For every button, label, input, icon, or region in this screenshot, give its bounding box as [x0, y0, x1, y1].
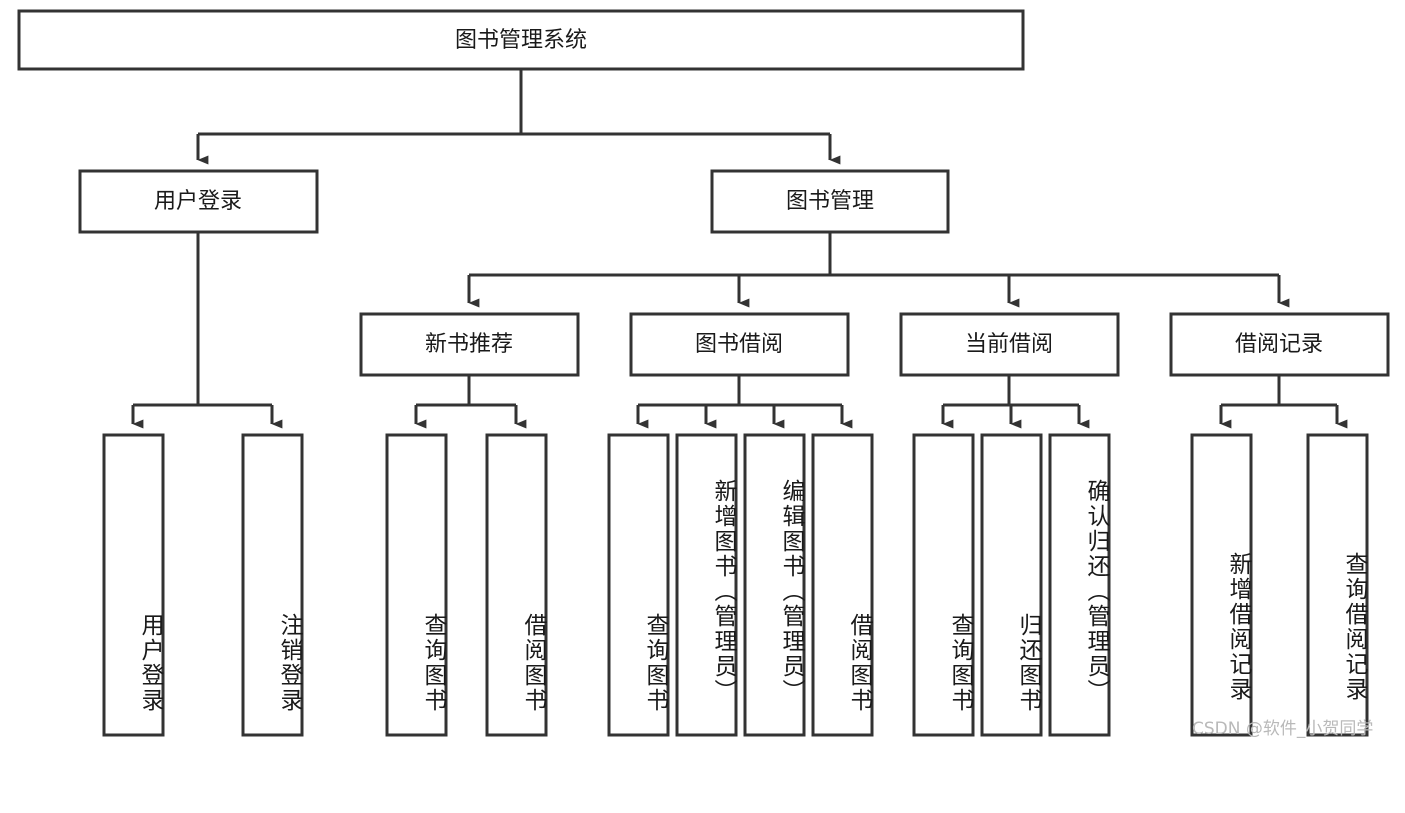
- node-book-management-label: 图书管理: [786, 189, 874, 214]
- edges-layer: [131, 69, 1348, 429]
- node-new-book-recommend-label: 新书推荐: [425, 332, 513, 357]
- node-book-management-box[interactable]: [710, 169, 950, 234]
- leaf-return-book-box[interactable]: [980, 433, 1043, 737]
- node-current-borrow-box[interactable]: [899, 312, 1120, 377]
- leaf-borrow-book-2-box[interactable]: [811, 433, 874, 737]
- hierarchy-diagram: 图书管理系统 用户登录 图书管理 新书推荐 图书借阅 当前借阅 借阅记录: [17, 9, 1390, 739]
- node-root-box[interactable]: [17, 9, 1025, 71]
- node-borrow-record-label: 借阅记录: [1235, 332, 1323, 357]
- leaf-confirm-return-box[interactable]: [1048, 433, 1111, 737]
- leaf-logout-login-box[interactable]: [241, 433, 304, 737]
- leaf-query-book-3-box[interactable]: [912, 433, 975, 737]
- leaf-edit-book-box[interactable]: [743, 433, 806, 737]
- node-borrow-record-box[interactable]: [1169, 312, 1390, 377]
- leaf-query-book-2-box[interactable]: [607, 433, 670, 737]
- leaf-query-book-1-box[interactable]: [385, 433, 448, 737]
- csdn-watermark: CSDN @软件_小贺同学: [1192, 719, 1374, 739]
- node-book-borrow-box[interactable]: [629, 312, 850, 377]
- nodes-layer: 图书管理系统 用户登录 图书管理 新书推荐 图书借阅 当前借阅 借阅记录: [17, 9, 1390, 737]
- leaf-user-login-box[interactable]: [102, 433, 165, 737]
- leaf-borrow-book-1-box[interactable]: [485, 433, 548, 737]
- leaf-query-record-box[interactable]: [1306, 433, 1369, 737]
- node-user-login-label: 用户登录: [154, 189, 242, 214]
- leaf-add-record-box[interactable]: [1190, 433, 1253, 737]
- diagram-canvas: 图书管理系统 用户登录 图书管理 新书推荐 图书借阅 当前借阅 借阅记录: [17, 9, 1390, 737]
- node-new-book-recommend-box[interactable]: [359, 312, 580, 377]
- node-current-borrow-label: 当前借阅: [965, 332, 1053, 357]
- leaf-add-book-box[interactable]: [675, 433, 738, 737]
- node-book-borrow-label: 图书借阅: [695, 332, 783, 357]
- node-user-login-box[interactable]: [78, 169, 319, 234]
- node-root-label: 图书管理系统: [455, 28, 587, 53]
